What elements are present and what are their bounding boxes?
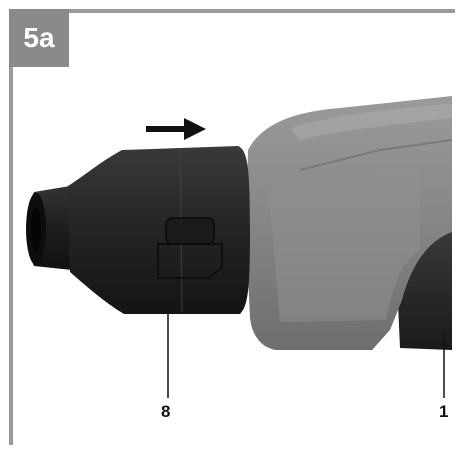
- arrow-right-icon: [146, 118, 206, 140]
- chuck-body: [68, 146, 250, 314]
- housing-highlight: [290, 104, 452, 140]
- figure-frame: [9, 9, 455, 445]
- housing-panel: [268, 168, 420, 322]
- chuck-latch-button: [165, 217, 215, 245]
- housing-groove: [299, 139, 453, 171]
- figure-badge: 5a: [9, 9, 69, 67]
- chuck-bore: [31, 207, 41, 251]
- chuck-latch: [157, 243, 223, 279]
- callout-number-8: 8: [161, 402, 171, 421]
- callout-number-1: 1: [439, 402, 449, 421]
